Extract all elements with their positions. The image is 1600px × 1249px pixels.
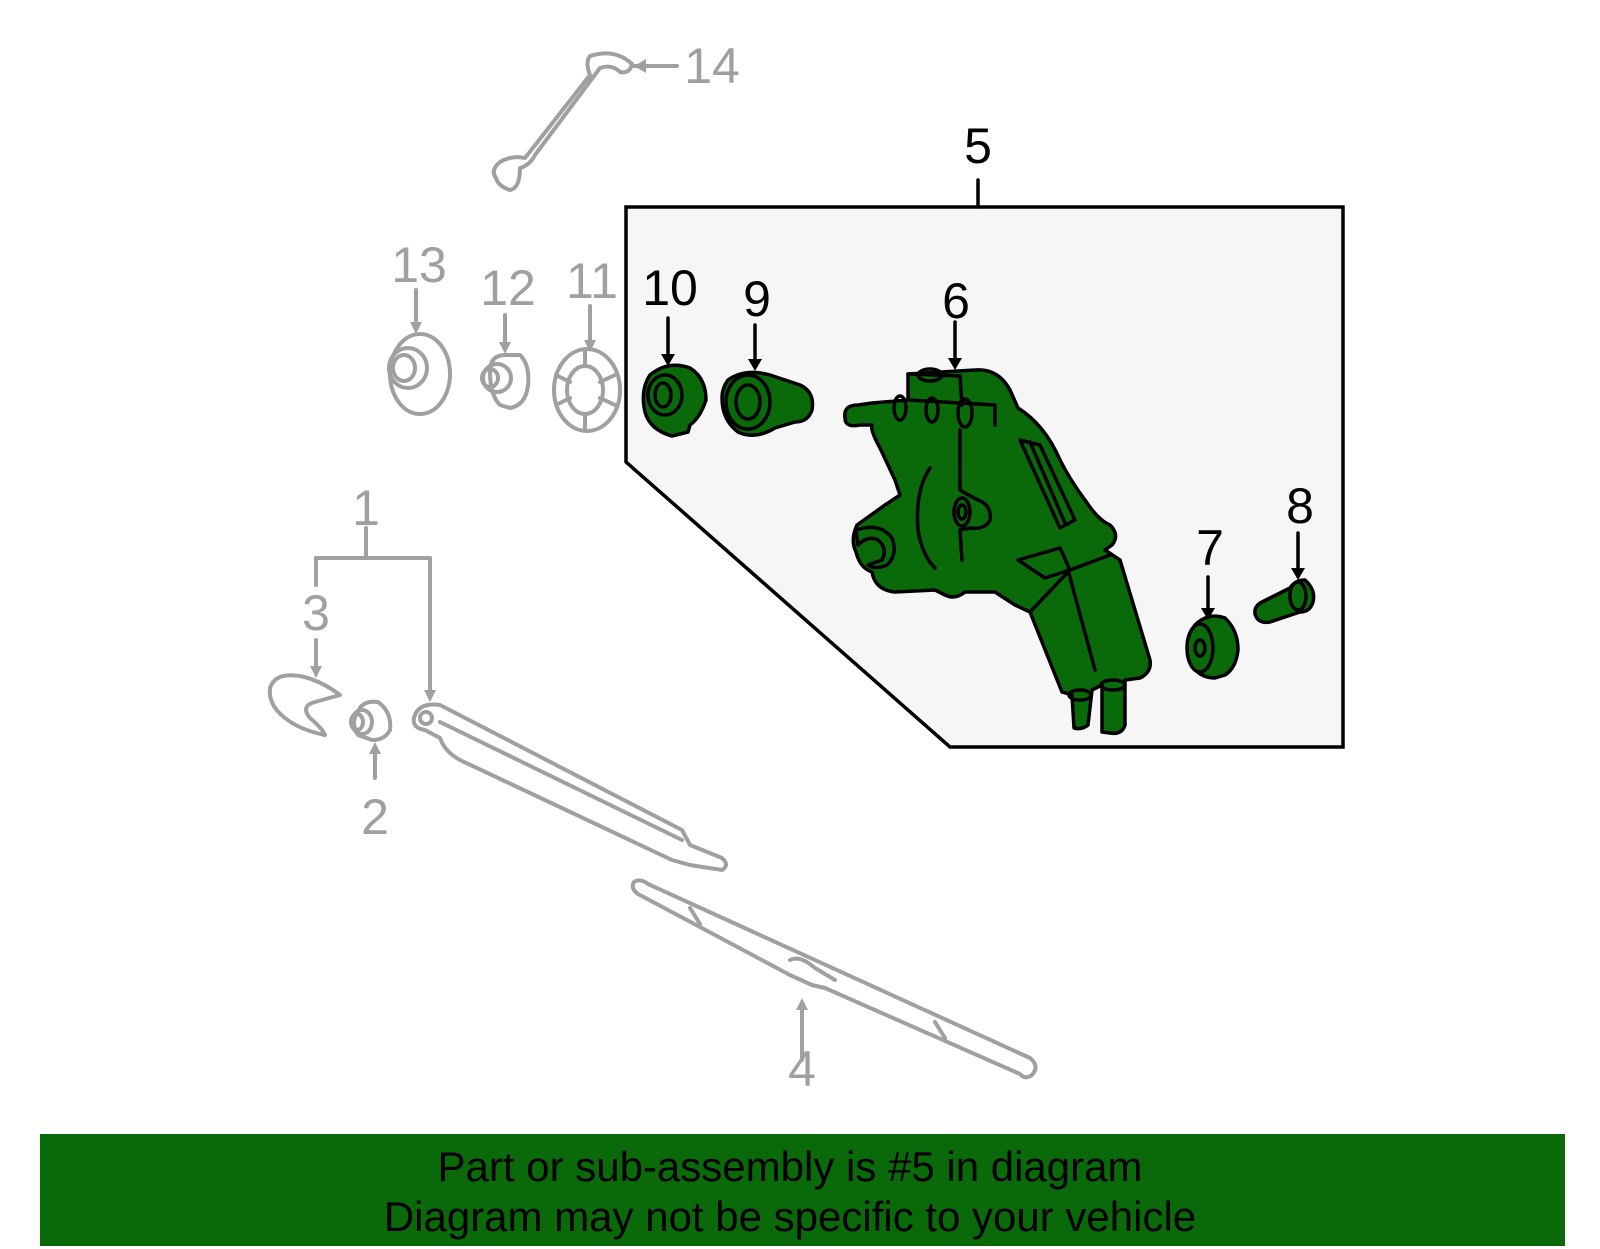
part-4-wiper-blade xyxy=(630,878,1038,1080)
part-9-boot xyxy=(720,323,815,437)
part-12-nut xyxy=(480,313,531,410)
part-14-hose xyxy=(491,51,679,192)
part-2-nut xyxy=(349,699,393,780)
callout-4: 4 xyxy=(788,1041,816,1097)
part-7-bushing xyxy=(1185,575,1240,680)
callout-7: 7 xyxy=(1196,520,1224,576)
callout-13: 13 xyxy=(391,237,447,293)
part-10-grommet xyxy=(641,316,708,438)
part-3-clip xyxy=(267,638,342,737)
callout-14: 14 xyxy=(684,38,740,94)
part-1-bracket xyxy=(314,526,436,702)
part-6-wiper-motor xyxy=(843,320,1153,736)
banner-line-2: Diagram may not be specific to your vehi… xyxy=(383,1193,1197,1240)
callout-11: 11 xyxy=(566,253,618,309)
callout-1: 1 xyxy=(352,480,380,536)
part-11-seal xyxy=(552,304,622,433)
callout-12: 12 xyxy=(480,260,536,316)
part-8-bolt xyxy=(1253,531,1316,625)
callout-8: 8 xyxy=(1286,478,1314,534)
callout-2: 2 xyxy=(361,789,389,845)
info-banner: Part or sub-assembly is #5 in diagram Di… xyxy=(40,1134,1565,1246)
callout-6: 6 xyxy=(942,273,970,329)
part-1-wiper-arm xyxy=(411,702,728,872)
callout-9: 9 xyxy=(743,271,771,327)
banner-line-1: Part or sub-assembly is #5 in diagram xyxy=(437,1143,1143,1190)
part-13-cap xyxy=(387,288,452,416)
callout-5: 5 xyxy=(964,118,992,174)
callout-3: 3 xyxy=(302,585,330,641)
parts-diagram: 1 2 3 4 5 6 7 8 9 10 11 12 13 14 xyxy=(267,38,1345,1097)
callout-10: 10 xyxy=(642,260,698,316)
